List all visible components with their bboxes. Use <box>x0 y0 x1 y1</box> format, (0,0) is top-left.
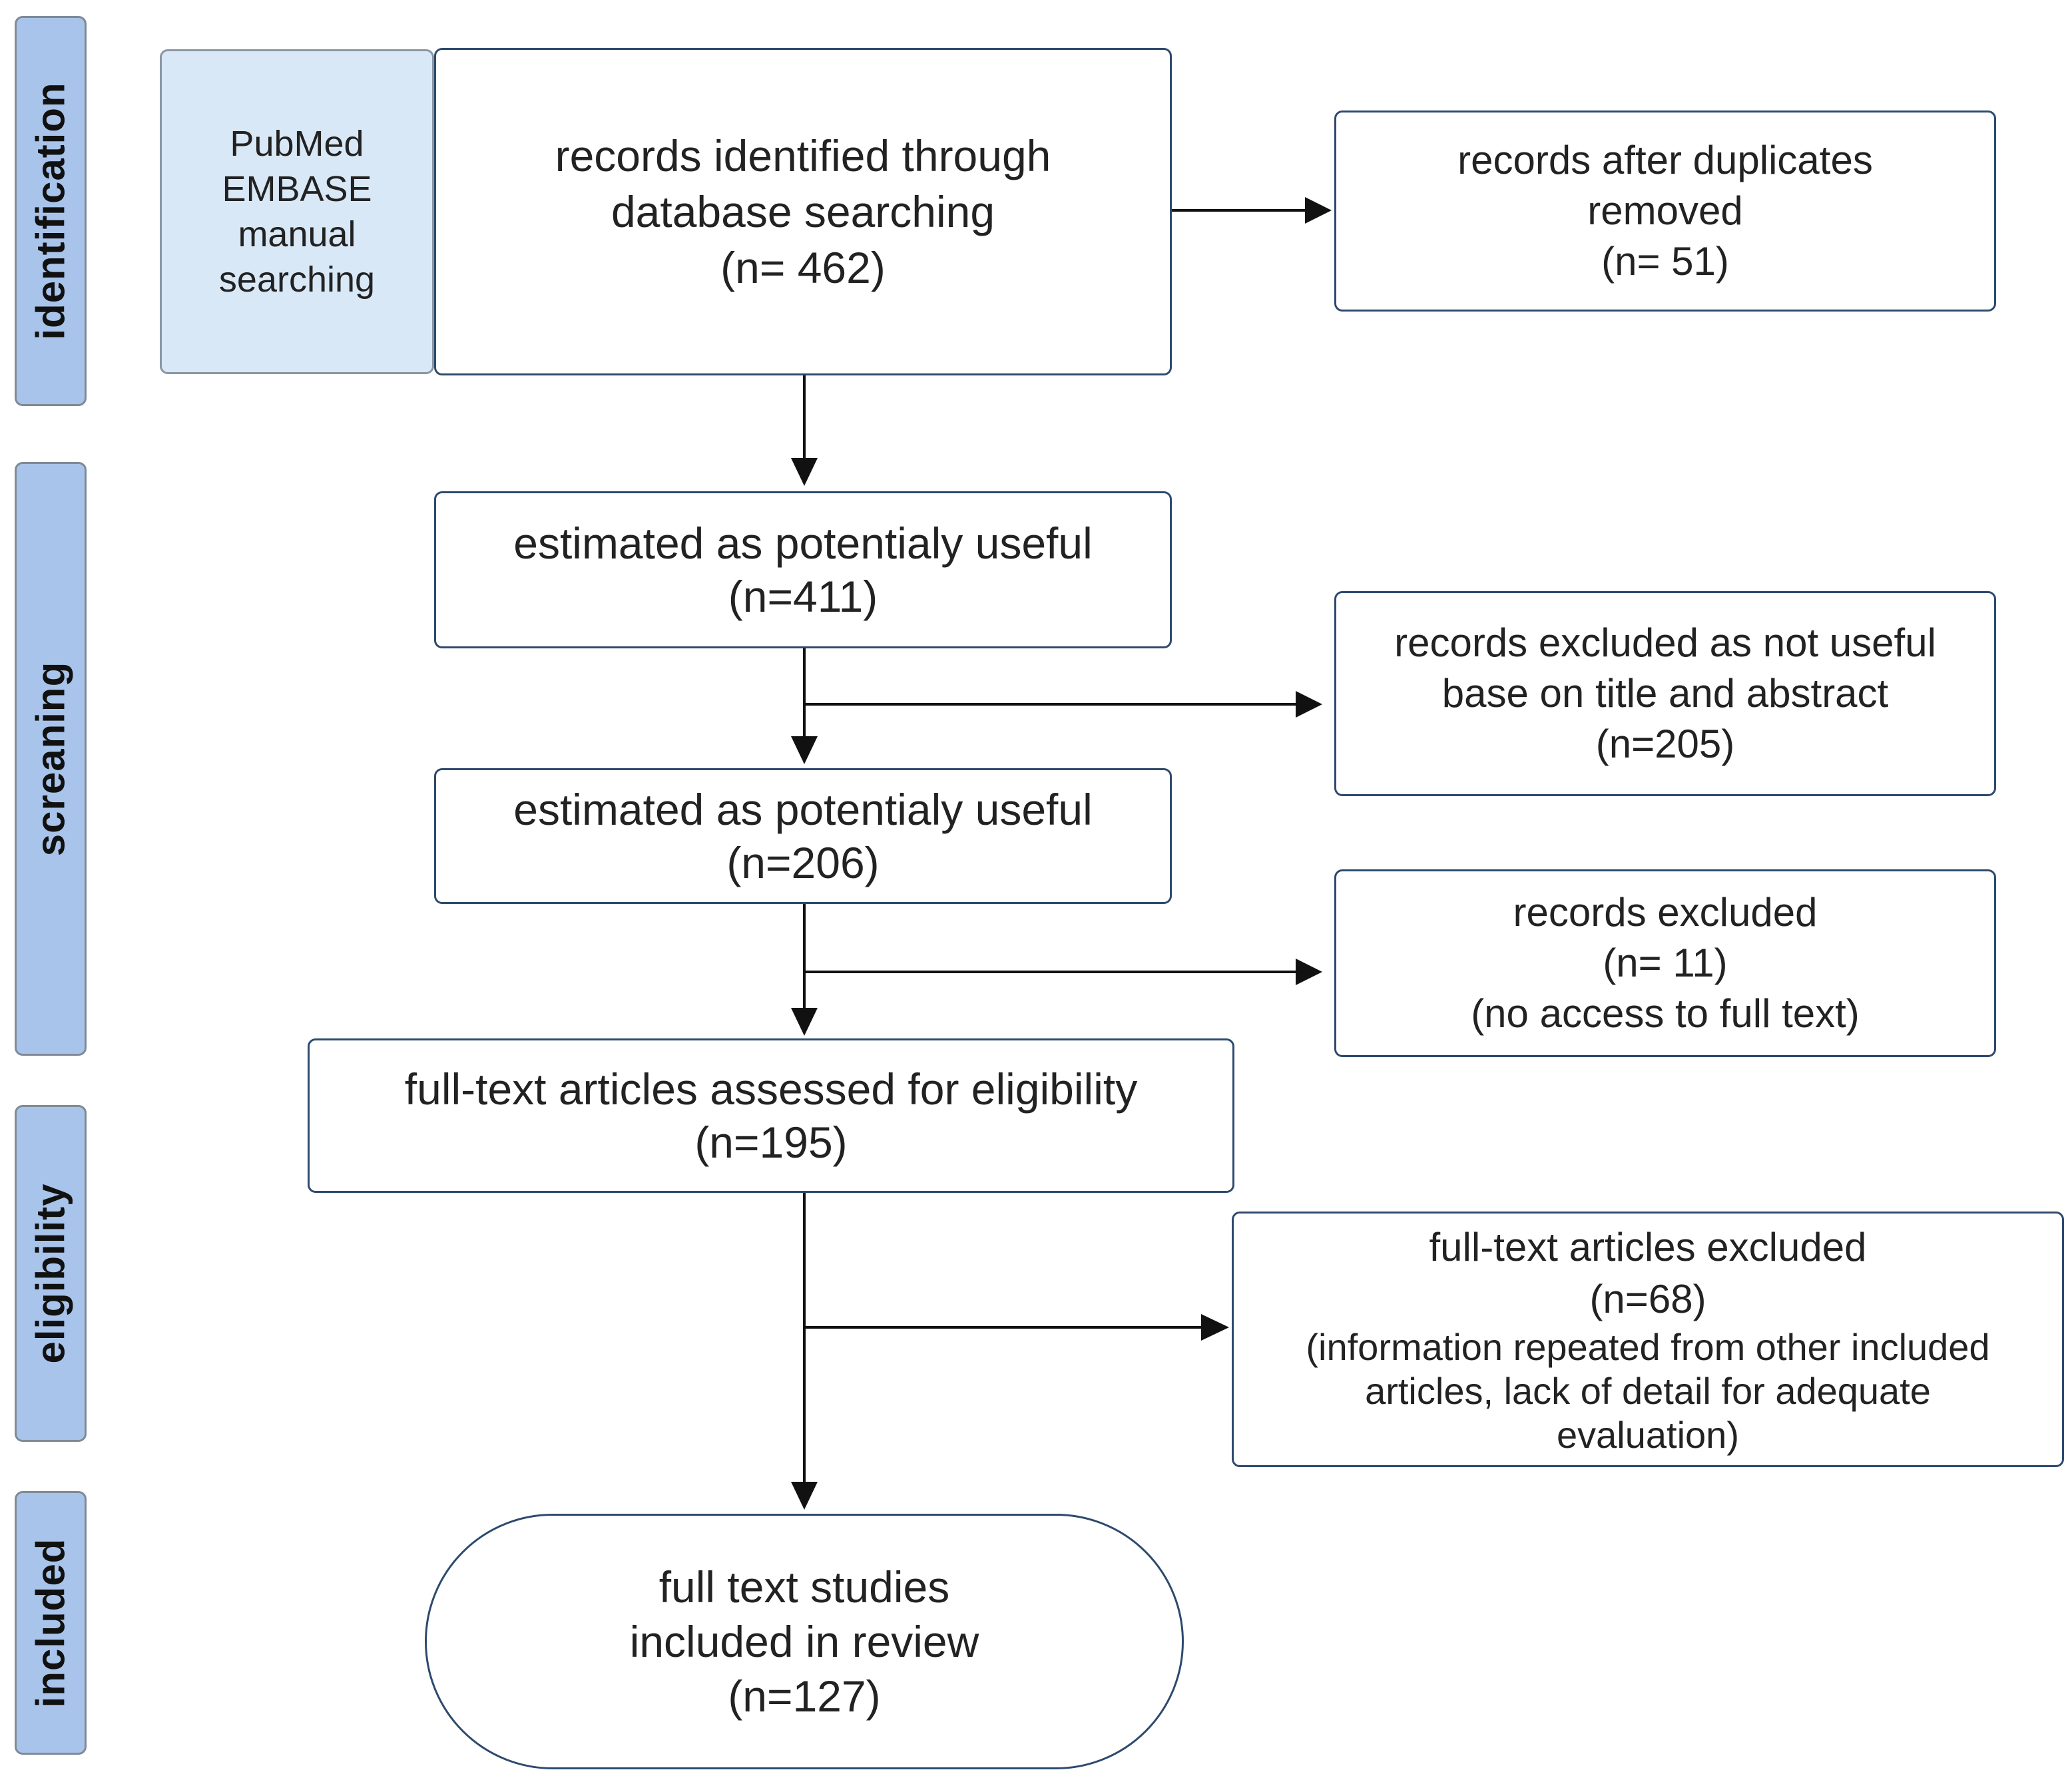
source-line: manual <box>238 214 356 254</box>
potentially-useful-box-2: estimated as potentialy useful (n=206) <box>434 768 1172 904</box>
box-count: (n=127) <box>728 1671 881 1721</box>
box-count: (n=411) <box>728 572 878 621</box>
records-identified-box: records identified through database sear… <box>434 48 1172 375</box>
box-count: (n=205) <box>1595 722 1735 766</box>
box-line: estimated as potentialy useful <box>513 785 1093 834</box>
duplicates-removed-box: records after duplicates removed (n= 51) <box>1334 111 1996 312</box>
potentially-useful-box-1: estimated as potentialy useful (n=411) <box>434 491 1172 648</box>
box-line: removed <box>1587 188 1743 233</box>
stage-bar-identification: identification <box>15 16 87 406</box>
sources-box: PubMed EMBASE manual searching <box>160 49 434 374</box>
box-line: (information repeated from other include… <box>1306 1326 1990 1368</box>
source-line: searching <box>218 260 376 300</box>
stage-bar-included: included <box>15 1491 87 1755</box>
assessed-eligibility-box: full-text articles assessed for eligibil… <box>308 1038 1234 1193</box>
box-line: full-text articles excluded <box>1429 1225 1867 1269</box>
box-line: base on title and abstract <box>1441 671 1889 716</box>
box-line: records excluded as not useful <box>1394 620 1936 665</box>
box-line: articles, lack of detail for adequate <box>1365 1370 1931 1412</box>
arrowhead-excluded-title-abstract <box>1296 691 1322 718</box>
arrowhead-included <box>791 1482 818 1510</box>
box-line: full text studies <box>658 1562 950 1612</box>
arrowhead-useful-1 <box>791 458 818 486</box>
source-line: EMBASE <box>222 169 372 209</box>
stage-bar-screening: screaning <box>15 462 87 1056</box>
box-line: estimated as potentialy useful <box>513 519 1093 568</box>
box-line: records excluded <box>1513 890 1818 935</box>
box-count: (n=68) <box>1589 1277 1706 1321</box>
box-line: evaluation) <box>1557 1414 1739 1456</box>
box-line: (no access to full text) <box>1471 991 1860 1036</box>
box-line: full-text articles assessed for eligibil… <box>404 1064 1138 1114</box>
box-line: records after duplicates <box>1457 138 1873 182</box>
source-line: PubMed <box>230 124 364 164</box>
box-count: (n=195) <box>694 1118 848 1167</box>
box-count: (n= 462) <box>720 243 886 292</box>
arrowhead-assessed <box>791 1008 818 1036</box>
arrowhead-useful-2 <box>791 736 818 764</box>
arrowhead-duplicates <box>1305 197 1332 224</box>
arrowhead-excluded-no-access <box>1296 959 1322 985</box>
box-count: (n=206) <box>726 838 880 887</box>
box-count: (n= 51) <box>1601 239 1729 284</box>
box-count: (n= 11) <box>1603 941 1728 985</box>
excluded-no-access-box: records excluded (n= 11) (no access to f… <box>1334 869 1996 1057</box>
arrowhead-excluded-fulltext <box>1201 1314 1229 1341</box>
stage-bar-eligibility: eligibility <box>15 1105 87 1442</box>
included-studies-terminal: full text studies included in review (n=… <box>425 1514 1184 1769</box>
box-line: database searching <box>611 187 995 236</box>
box-line: included in review <box>629 1617 979 1666</box>
excluded-title-abstract-box: records excluded as not useful base on t… <box>1334 591 1996 796</box>
box-line: records identified through <box>555 131 1051 180</box>
fulltext-excluded-box: full-text articles excluded (n=68) (info… <box>1232 1212 2064 1467</box>
